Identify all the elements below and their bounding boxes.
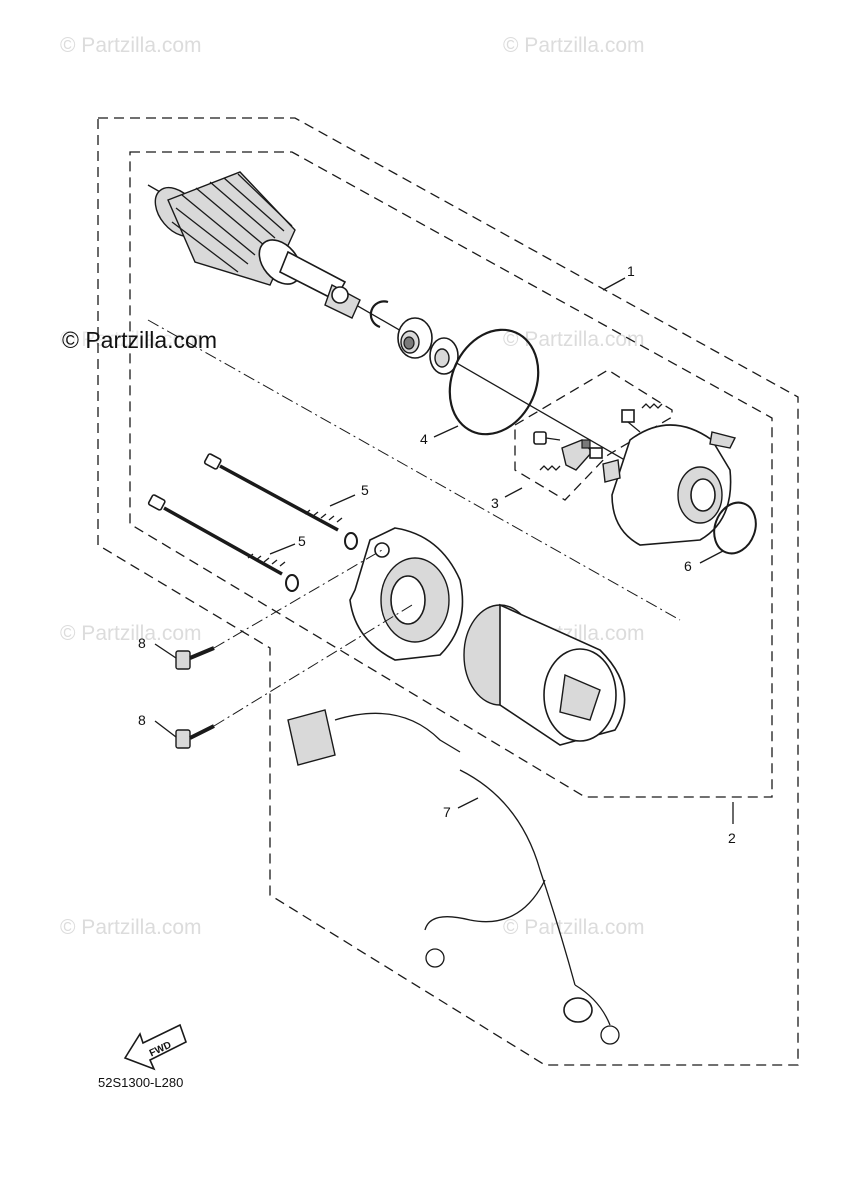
diagram-code: 52S1300-L280 <box>98 1075 184 1090</box>
callout-4: 4 <box>420 431 428 447</box>
armature-part <box>147 171 669 486</box>
long-bolts-part <box>147 453 358 592</box>
front-cover-part <box>602 424 737 546</box>
watermark-copyright: © Partzilla.com <box>62 327 217 353</box>
watermark: © Partzilla.com <box>60 916 202 939</box>
leader-line <box>154 720 177 738</box>
assembly-1-boundary <box>129 151 773 798</box>
bearing-part <box>397 317 433 359</box>
lead-wire-part <box>287 709 620 1045</box>
leader-line <box>699 550 724 564</box>
callout-3: 3 <box>491 495 499 511</box>
o-ring-4 <box>448 328 540 436</box>
leader-line <box>269 543 296 555</box>
washer-part <box>429 337 459 375</box>
callout-7: 7 <box>443 804 451 820</box>
callout-2: 2 <box>728 830 736 846</box>
o-ring-6 <box>713 501 757 555</box>
callout-8: 8 <box>138 712 146 728</box>
leader-line <box>602 277 626 291</box>
callout-5: 5 <box>361 482 369 498</box>
callout-6: 6 <box>684 558 692 574</box>
callout-5: 5 <box>298 533 306 549</box>
fwd-arrow-icon: FWD <box>123 1023 187 1071</box>
callout-8: 8 <box>138 635 146 651</box>
circlip-part <box>369 300 389 329</box>
yoke-part <box>463 603 626 746</box>
leader-line <box>457 797 479 809</box>
leader-line <box>154 643 177 659</box>
rear-end-cover-part <box>349 527 464 661</box>
leader-line <box>433 425 459 438</box>
watermark: © Partzilla.com <box>503 328 645 351</box>
callout-1: 1 <box>627 263 635 279</box>
watermark: © Partzilla.com <box>60 34 202 57</box>
leader-line <box>329 494 356 507</box>
watermark: © Partzilla.com <box>60 622 202 645</box>
watermark: © Partzilla.com <box>503 916 645 939</box>
watermark: © Partzilla.com <box>503 34 645 57</box>
screws-part <box>175 646 215 749</box>
watermark: © Partzilla.com <box>60 328 202 351</box>
leader-line <box>504 487 523 498</box>
brush-set-3-parts <box>533 403 663 471</box>
assembly-2-boundary <box>97 117 799 1066</box>
